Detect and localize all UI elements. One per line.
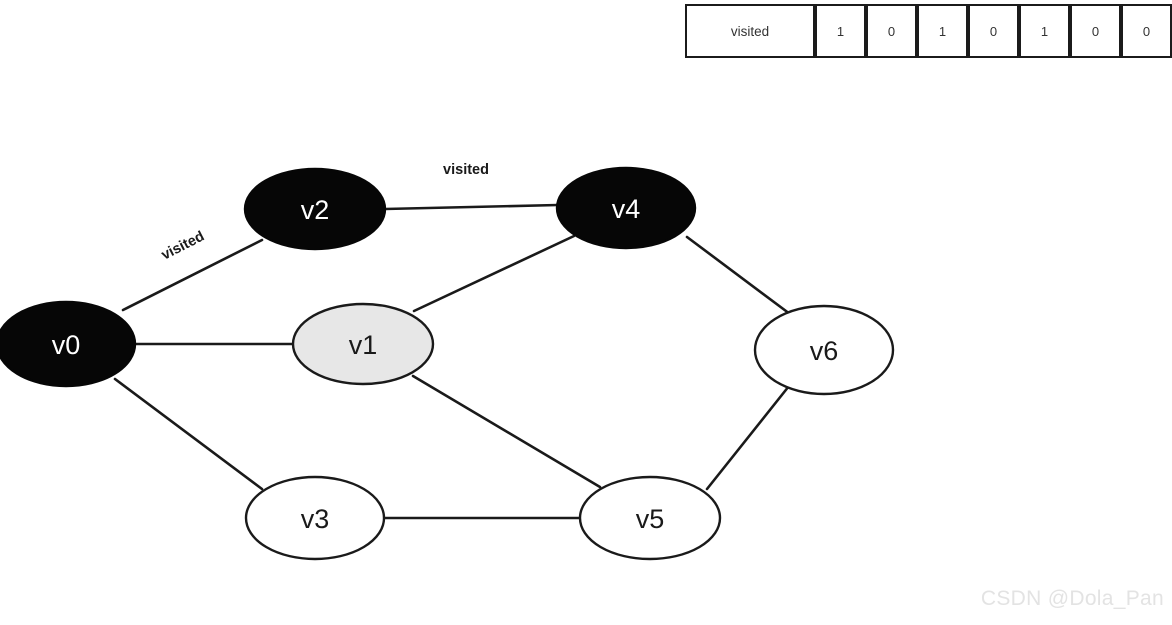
node-shape-v4	[555, 166, 697, 250]
visited-cell-6: 0	[1121, 4, 1172, 58]
node-v3[interactable]: v3	[244, 475, 386, 561]
graph-nodes: v0 v1 v2 v3 v4 v5 v6	[0, 166, 895, 561]
node-v5[interactable]: v5	[578, 475, 722, 561]
node-label-v4: v4	[612, 194, 641, 224]
visited-cell-1: 0	[866, 4, 917, 58]
node-label-v1: v1	[349, 330, 378, 360]
node-label-v3: v3	[301, 504, 330, 534]
edge-label-visited-0: visited	[159, 228, 207, 263]
node-shape-v1	[291, 302, 435, 386]
watermark-text: CSDN @Dola_Pan	[980, 587, 1164, 610]
visited-cell-0: 1	[815, 4, 866, 58]
node-v6[interactable]: v6	[753, 304, 895, 396]
node-shape-v0	[0, 300, 137, 388]
edge-v1-v5	[411, 374, 602, 489]
node-shape-v6	[753, 304, 895, 396]
node-v1[interactable]: v1	[291, 302, 435, 386]
node-v0[interactable]: v0	[0, 300, 137, 388]
edge-v2-v4	[383, 203, 560, 211]
visited-cell-4: 1	[1019, 4, 1070, 58]
node-shape-v2	[243, 167, 387, 251]
node-label-v5: v5	[636, 504, 665, 534]
edge-v4-v6	[685, 235, 792, 316]
visited-cell-2: 1	[917, 4, 968, 58]
edge-v0-v3	[113, 377, 264, 491]
edge-v0-v2	[121, 238, 264, 312]
visited-label-cell: visited	[685, 4, 815, 58]
visited-cell-5: 0	[1070, 4, 1121, 58]
node-v2[interactable]: v2	[243, 167, 387, 251]
node-label-v2: v2	[301, 195, 330, 225]
edge-label-visited-1: visited	[443, 162, 489, 178]
visited-cell-3: 0	[968, 4, 1019, 58]
node-shape-v3	[244, 475, 386, 561]
edge-v1-v4	[412, 234, 576, 313]
edge-v5-v6	[705, 384, 791, 491]
node-v4[interactable]: v4	[555, 166, 697, 250]
graph-edges	[113, 203, 792, 520]
node-shape-v5	[578, 475, 722, 561]
node-label-v0: v0	[52, 330, 81, 360]
node-label-v6: v6	[810, 336, 839, 366]
